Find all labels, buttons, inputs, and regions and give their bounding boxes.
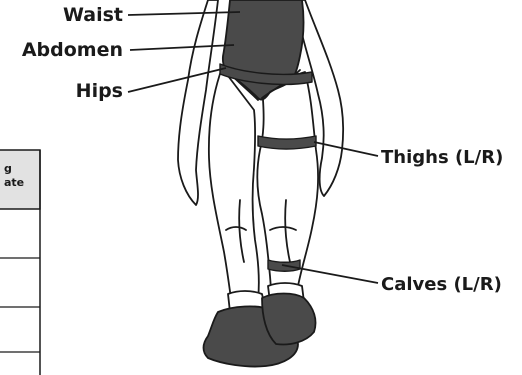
right-shoe [262, 294, 316, 345]
hips-label: Hips [76, 80, 123, 102]
abdomen-label: Abdomen [22, 39, 123, 61]
waist-leader [128, 12, 240, 15]
waist-label: Waist [63, 4, 123, 26]
thighs-label: Thighs (L/R) [381, 147, 503, 168]
body-figure [178, 0, 343, 367]
measurement-table: g ate [0, 150, 40, 375]
table-header-line1: g [4, 162, 12, 175]
table-header-line2: ate [4, 176, 24, 189]
abdomen-leader [130, 45, 234, 50]
hips-leader [128, 68, 226, 92]
calves-label: Calves (L/R) [381, 274, 502, 295]
